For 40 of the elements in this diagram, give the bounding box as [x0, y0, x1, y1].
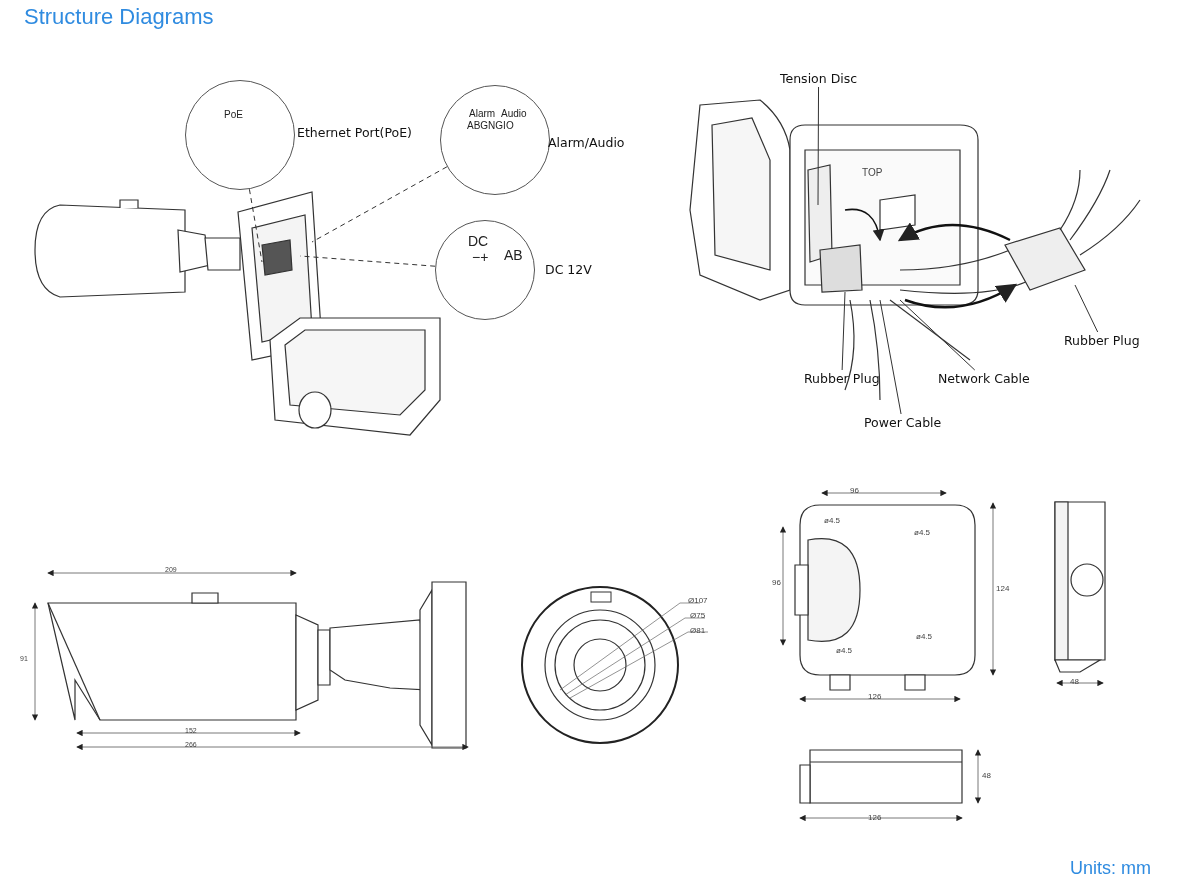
callout-label: Rubber Plug: [802, 370, 882, 387]
dimension-label: Ø75: [690, 611, 706, 620]
dimension-label: ø4.5: [916, 632, 932, 641]
callout-label: Tension Disc: [778, 70, 860, 87]
callout-label: Rubber Plug: [1062, 332, 1142, 349]
dimension-label: 126: [868, 813, 882, 822]
terminal-label: Alarm: [469, 108, 496, 119]
terminal-label: ABGNGIO: [467, 120, 514, 131]
leader-line: [248, 188, 263, 263]
dimension-label: 96: [850, 486, 859, 495]
leader-line: [879, 299, 902, 415]
dimension-label: ø4.5: [824, 516, 840, 525]
callout-label: Ethernet Port(PoE): [297, 125, 412, 140]
dimension-label: 48: [982, 771, 991, 780]
callout-label: Network Cable: [936, 370, 1032, 387]
leader-line: [311, 166, 448, 243]
leader-line: [899, 299, 976, 371]
dimension-label: 124: [996, 584, 1010, 593]
leader-line: [1074, 284, 1099, 333]
dimension-label: ø4.5: [914, 528, 930, 537]
leader-line: [817, 86, 820, 206]
callout-label: Power Cable: [862, 414, 944, 431]
page-title: Structure Diagrams: [24, 4, 214, 30]
leader-line: [299, 255, 436, 267]
dimension-label: Ø107: [688, 596, 708, 605]
dimension-label: 48: [1070, 677, 1079, 686]
terminal-label: DC: [468, 233, 489, 249]
dimension-label: ø4.5: [836, 646, 852, 655]
leader-line: [841, 291, 846, 371]
callout-label: Alarm/Audio: [548, 135, 625, 150]
units-note: Units: mm: [1070, 858, 1151, 879]
dimension-label: 96: [772, 578, 781, 587]
terminal-label: Audio: [501, 108, 527, 119]
dimension-label: 126: [868, 692, 882, 701]
part-label: TOP: [862, 167, 883, 178]
callout-label: DC 12V: [545, 262, 592, 277]
dimension-label: Ø81: [690, 626, 706, 635]
terminal-label: −+: [472, 249, 489, 265]
terminal-label: AB: [504, 247, 523, 263]
terminal-label: PoE: [224, 109, 243, 120]
